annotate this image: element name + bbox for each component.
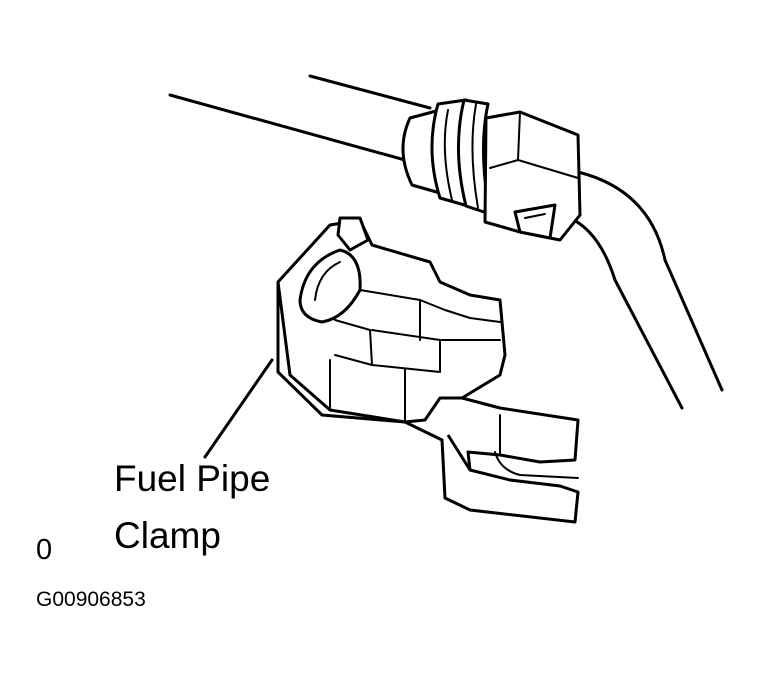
pipe-connector	[401, 98, 582, 242]
figure-mark: 0	[36, 534, 53, 566]
fuel-pipe	[168, 74, 724, 410]
callout-leader-line	[203, 358, 274, 459]
figure-code: G00906853	[36, 588, 146, 611]
callout-label-line1: Fuel Pipe	[114, 458, 271, 499]
clamp-body	[276, 216, 580, 524]
callout-label-line2: Clamp	[114, 515, 221, 556]
